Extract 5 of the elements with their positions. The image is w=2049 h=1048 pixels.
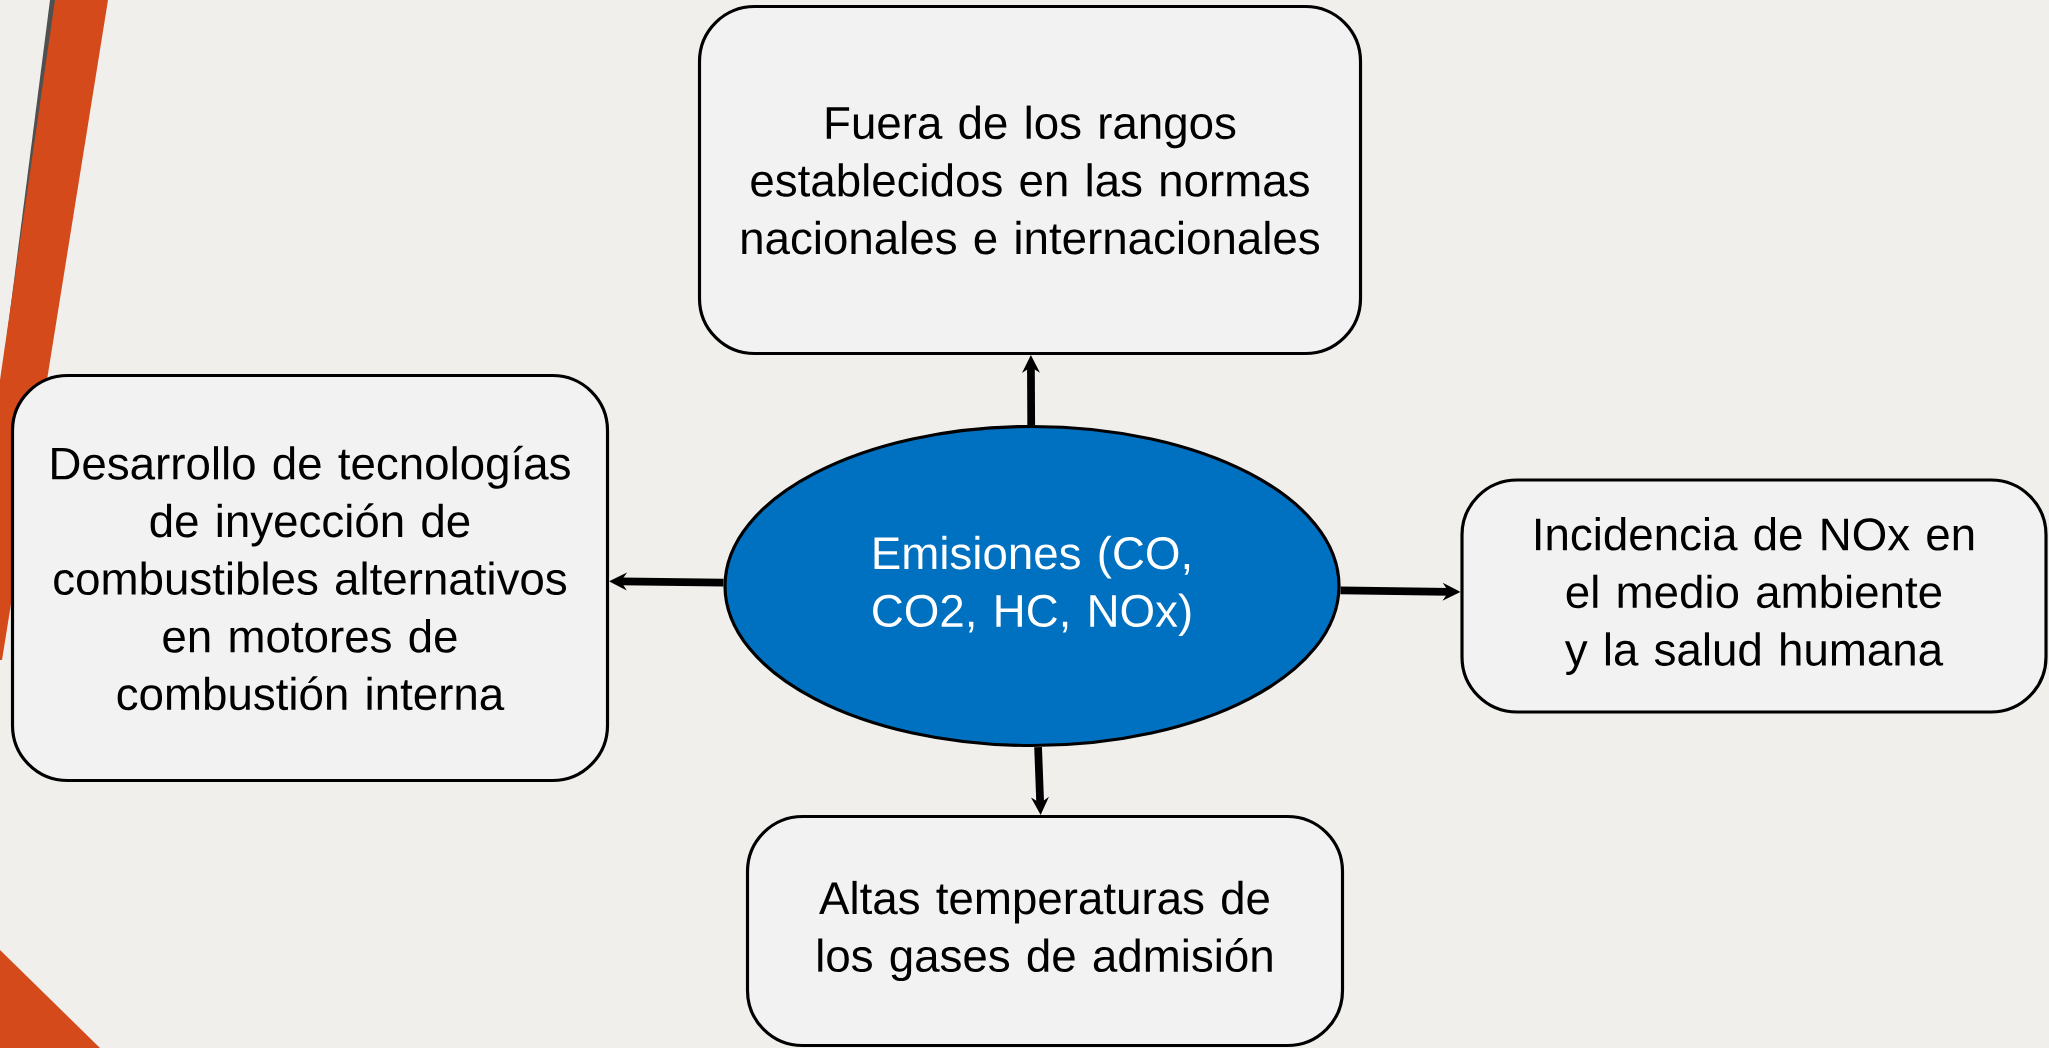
process-box: Desarrollo de tecnologías de inyección de combustibles alternativos en motores de combustión interna: [10, 373, 610, 783]
ellipse-node: Emisiones (CO, CO2, HC, NOx): [723, 424, 1341, 748]
process-box: Altas temperaturas de los gases de admisión: [745, 814, 1345, 1048]
process-box: Fuera de los rangos establecidos en las normas nacionales e internacionales: [697, 4, 1363, 356]
process-box: Incidencia de NOx en el medio ambiente y la salud humana: [1460, 478, 2048, 714]
